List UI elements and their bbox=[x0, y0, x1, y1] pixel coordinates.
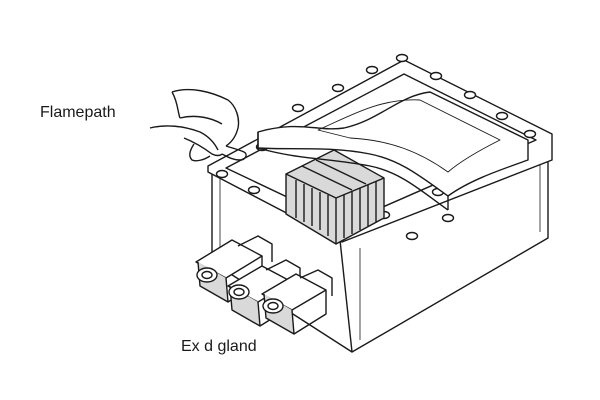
gland-label: Ex d gland bbox=[181, 338, 257, 355]
terminal-block bbox=[285, 149, 385, 245]
cable-gland-3 bbox=[261, 269, 333, 335]
cable-gland-1 bbox=[195, 235, 273, 303]
hand bbox=[149, 88, 247, 162]
flamepath-label: Flamepath bbox=[40, 104, 116, 121]
cable-gland-2 bbox=[227, 259, 301, 327]
enclosure-lid bbox=[257, 91, 529, 211]
